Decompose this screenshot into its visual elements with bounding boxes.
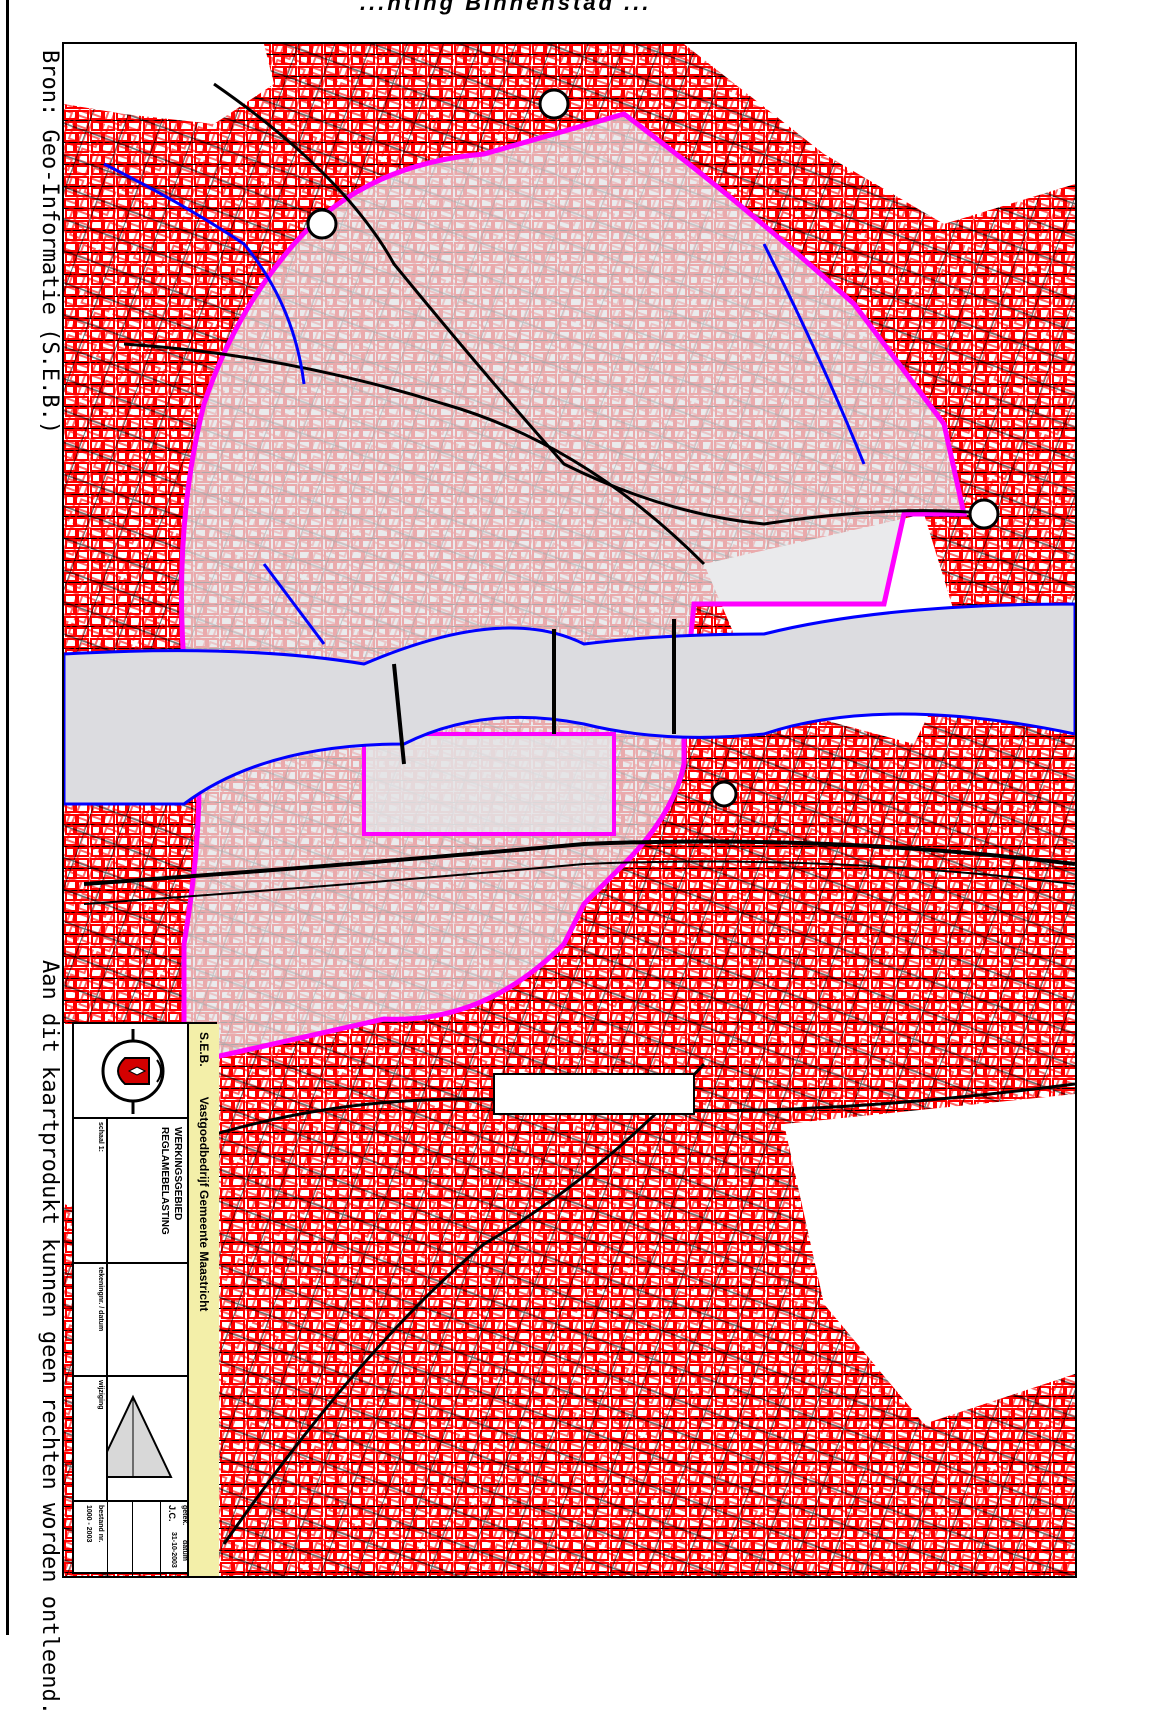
title-block: S.E.B. Vastgoedbedrijf Gemeente Maastric… [72,1022,219,1576]
roundabout-3 [968,498,1000,530]
drawing-number-cell: tekeningnr. / datum [74,1264,189,1377]
map-title-line1: WERKINGSGEBIED [172,1127,183,1221]
left-border-rule [6,0,9,1635]
grid-row-1 [132,1502,161,1576]
station-square [493,1073,695,1115]
bestand-row: bestand nr. 1000 - 2003 [74,1502,106,1576]
revision-cell: wijziging [74,1377,189,1502]
schaal-row: schaal 1: [74,1119,108,1262]
top-title-fragment: ...hting Binnenstad ... [360,0,780,16]
schaal-label: schaal 1: [97,1122,104,1152]
stream-2 [103,162,306,385]
getekend-value: J.C. [167,1505,177,1522]
source-note-text: Bron: Geo-Informatie (S.E.B.) [37,50,62,435]
railway-2 [83,860,1075,905]
org-name: Vastgoedbedrijf Gemeente Maastricht [197,1096,211,1312]
title-block-inner: S.E.B. Vastgoedbedrijf Gemeente Maastric… [74,1024,219,1576]
north-arrow-icon [93,1394,173,1478]
top-title-text: ...hting Binnenstad ... [360,0,652,15]
drawing-number-row: tekeningnr. / datum [74,1264,108,1375]
disclaimer-text: Aan dit kaartprodukt kunnen geen rechten… [37,960,62,1715]
open-area-top-left [64,44,274,124]
main-road-1 [213,82,995,526]
logo-cell [74,1024,189,1119]
open-area-lower-right [784,1094,1075,1424]
map-title-cell: WERKINGSGEBIED REGLAMEBELASTING schaal 1… [74,1119,189,1264]
werkingsgebied-zone-east[interactable] [362,732,616,836]
roundabout-2 [538,88,570,120]
stream-1 [762,243,866,465]
stream-3 [262,563,326,645]
main-road-4 [222,1062,706,1545]
getekend-label: getek. [181,1505,188,1526]
bridge-1 [392,663,406,765]
railway [83,839,1075,886]
map-title-line2: REGLAMEBELASTING [159,1127,170,1235]
roundabout-4 [710,780,738,808]
river-maas [64,602,1075,806]
org-short: S.E.B. [197,1032,211,1067]
getekend-row: getek. J.C. datum 31-10-2003 [160,1502,189,1576]
datum-value: 31-10-2003 [170,1532,177,1568]
bestand-label: bestand nr. [97,1505,104,1543]
open-area-top-right [684,44,1075,224]
meta-cell: getek. J.C. datum 31-10-2003 bestand nr.… [74,1502,189,1576]
title-band: S.E.B. Vastgoedbedrijf Gemeente Maastric… [187,1024,219,1576]
main-road-2 [123,342,706,566]
drawing-number-label: tekeningnr. / datum [97,1267,104,1332]
roundabout-1 [306,208,338,240]
datum-label: datum [181,1540,188,1561]
bestand-value: 1000 - 2003 [85,1505,92,1543]
municipality-crest-icon [101,1029,165,1114]
grid-row-2 [107,1502,133,1576]
revision-row: wijziging [74,1377,108,1500]
revision-label: wijziging [97,1380,104,1410]
